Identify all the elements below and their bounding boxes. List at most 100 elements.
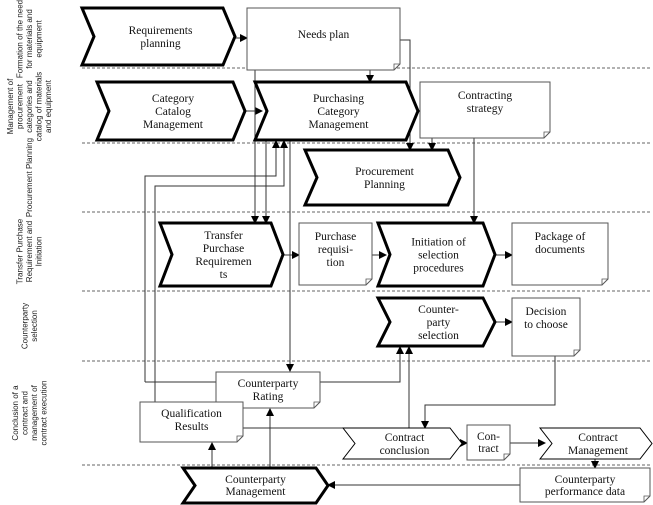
needs-plan-document[interactable]: Needs plan [246, 7, 401, 71]
process-chevron-shape [180, 466, 330, 505]
node-label-line: procedures [413, 263, 464, 275]
process-chevron-shape [252, 80, 420, 142]
node-label-line: Initiation of [411, 237, 466, 249]
node-label-line: selection [418, 330, 459, 342]
node-label-line: Category [152, 93, 194, 105]
document-fold [393, 63, 400, 70]
lane-label-line: catalog of materials [35, 72, 44, 141]
document-fold [365, 278, 372, 285]
node-label-line: Procurement [355, 166, 415, 178]
node-label-line: Management [143, 119, 204, 131]
node-label-line: Counterparty [225, 474, 286, 486]
lane-label-line: equipment [35, 20, 44, 58]
lane-label-line: contract and [20, 391, 29, 435]
node-label-line: Package of [535, 231, 586, 243]
node-label-line: Requiremen [195, 256, 251, 268]
node-label-line: Decision [526, 306, 567, 318]
node-label-line: tract [478, 443, 499, 455]
node-label-line: planning [140, 38, 180, 50]
lane-label-line: and equipment [44, 79, 53, 133]
process-chevron-shape [375, 296, 497, 348]
node-label-line: Counterparty [555, 474, 616, 486]
lane-label-line: Procurement Planning [25, 138, 34, 217]
process-chevron-shape [157, 221, 285, 288]
process-chevron-shape [94, 80, 247, 142]
lane-label-line: Counterparty [20, 303, 29, 349]
lane-label-line: categories and [25, 80, 34, 132]
node-label-line: requisi- [318, 244, 353, 256]
process-chevron-shape [302, 148, 462, 207]
node-label-line: Requirements [129, 25, 193, 37]
process-chevron-shape [341, 427, 463, 460]
node-label-line: Purchase [315, 231, 357, 243]
node-label-line: selection [418, 250, 459, 262]
connector-arrow [421, 356, 556, 429]
node-label-line: Counter- [418, 304, 459, 316]
lane-label-line: selection [30, 310, 39, 342]
node-label-line: ts [220, 269, 228, 281]
node-label-line: Counterparty [238, 378, 299, 390]
document-shape [298, 222, 373, 286]
node-label-line: performance data [545, 486, 625, 498]
node-label-line: conclusion [380, 445, 430, 457]
document-fold [543, 131, 550, 138]
node-label-line: Rating [253, 391, 284, 403]
lane-label-line: procurement [16, 83, 25, 129]
node-label-line: documents [535, 244, 585, 256]
connector-arrow [320, 346, 404, 383]
document-shape [466, 424, 511, 461]
node-label-line: Management [308, 119, 369, 131]
document-fold [601, 278, 608, 285]
document-fold [236, 435, 243, 442]
node-label-line: Needs plan [298, 29, 350, 41]
document-fold [643, 495, 650, 502]
node-label-line: Qualification [161, 408, 222, 420]
node-label-line: Transfer [204, 230, 243, 242]
connector-arrow [144, 140, 280, 382]
process-chevron-shape [79, 6, 237, 67]
lane-label-line: Management of [6, 78, 15, 134]
lane-label-line: Initiation [35, 237, 44, 267]
node-label-line: Planning [364, 179, 405, 191]
document-shape [246, 7, 401, 71]
node-label-line: Results [175, 421, 209, 433]
process-chevron-shape [538, 427, 653, 460]
lane-label-line: contract execution [39, 381, 48, 446]
document-fold [503, 453, 510, 460]
document-fold [313, 401, 320, 408]
node-label-line: Management [568, 445, 629, 457]
node-label-line: Catalog [155, 106, 191, 118]
document-shape [511, 297, 581, 357]
node-label-line: Category [317, 106, 359, 118]
lane-label-line: Transfer Purchase [16, 218, 25, 284]
lane-label-line: for materials and [25, 9, 34, 69]
node-label-line: party [427, 317, 451, 329]
node-label-line: to choose [524, 319, 568, 331]
contract-document[interactable]: Con-tract [466, 424, 511, 461]
document-fold [573, 349, 580, 356]
node-label-line: Contract [385, 432, 425, 444]
